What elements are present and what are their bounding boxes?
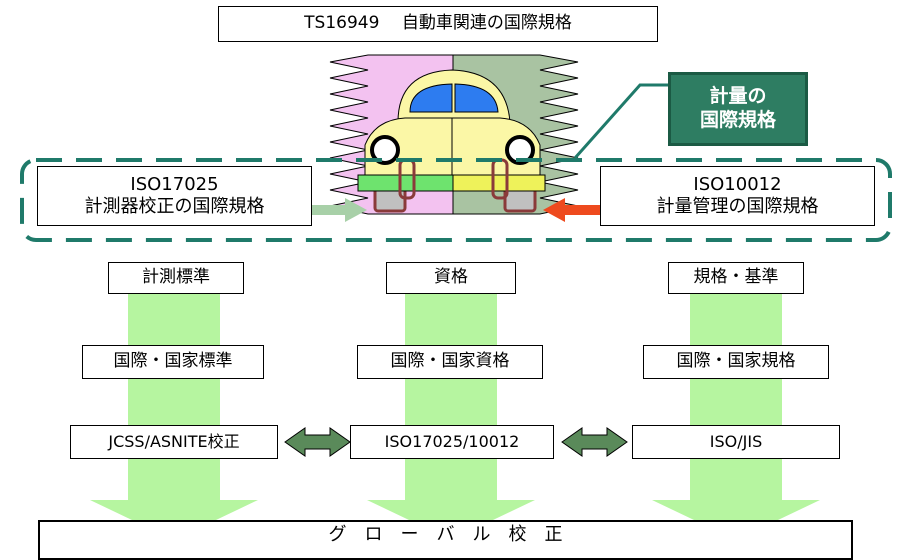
- car-icon: [329, 54, 579, 215]
- down-arrow-icon: [90, 290, 258, 540]
- column-header-qualification: 資格: [386, 262, 516, 294]
- column-header-text: 資格: [434, 267, 468, 288]
- column-header-standards-criteria: 規格・基準: [668, 262, 804, 294]
- metrology-label-line2: 国際規格: [699, 109, 776, 131]
- iso10012-code: ISO10012: [693, 173, 782, 195]
- column-bottom-jcss: JCSS/ASNITE校正: [70, 425, 278, 459]
- down-arrow-icon: [367, 290, 535, 540]
- top-title: TS16949 自動車関連の国際規格: [218, 6, 658, 42]
- column-bottom-text: ISO17025/10012: [384, 432, 520, 451]
- column-bottom-text: JCSS/ASNITE校正: [108, 432, 240, 451]
- column-mid-text: 国際・国家資格: [390, 351, 510, 372]
- double-arrow-icon: [284, 427, 351, 457]
- column-mid-national-qualification: 国際・国家資格: [357, 345, 543, 379]
- callout-line: [573, 83, 668, 159]
- metrology-label-line1: 計量の: [709, 85, 767, 108]
- iso10012-desc: 計量管理の国際規格: [656, 196, 819, 217]
- column-mid-text: 国際・国家標準: [113, 351, 233, 372]
- dashed-enclosure: [20, 158, 892, 242]
- column-mid-national-standards: 国際・国家標準: [82, 345, 264, 379]
- down-arrow-icon: [652, 290, 820, 540]
- iso10012-box: ISO10012 計量管理の国際規格: [600, 166, 875, 226]
- top-title-text: TS16949 自動車関連の国際規格: [304, 13, 572, 34]
- column-bottom-iso-jis: ISO/JIS: [632, 425, 840, 459]
- iso17025-box: ISO17025 計測器校正の国際規格: [37, 166, 312, 226]
- column-mid-national-specs: 国際・国家規格: [643, 345, 829, 379]
- double-arrow-icon: [561, 427, 628, 457]
- arrow-left-icon: [543, 198, 600, 222]
- footer-text: グ ロ ー バ ル 校 正: [328, 524, 563, 545]
- column-header-text: 計測標準: [142, 267, 210, 288]
- iso17025-desc: 計測器校正の国際規格: [84, 196, 265, 217]
- column-bottom-iso17025: ISO17025/10012: [350, 425, 554, 459]
- column-header-measurement-standards: 計測標準: [108, 262, 244, 294]
- column-bottom-text: ISO/JIS: [709, 432, 763, 451]
- column-header-text: 規格・基準: [693, 267, 779, 288]
- global-calibration-footer: グ ロ ー バ ル 校 正: [38, 520, 853, 560]
- metrology-standards-label: 計量の 国際規格: [668, 72, 808, 146]
- arrow-right-icon: [312, 198, 367, 222]
- iso17025-code: ISO17025: [130, 173, 219, 195]
- column-mid-text: 国際・国家規格: [676, 351, 796, 372]
